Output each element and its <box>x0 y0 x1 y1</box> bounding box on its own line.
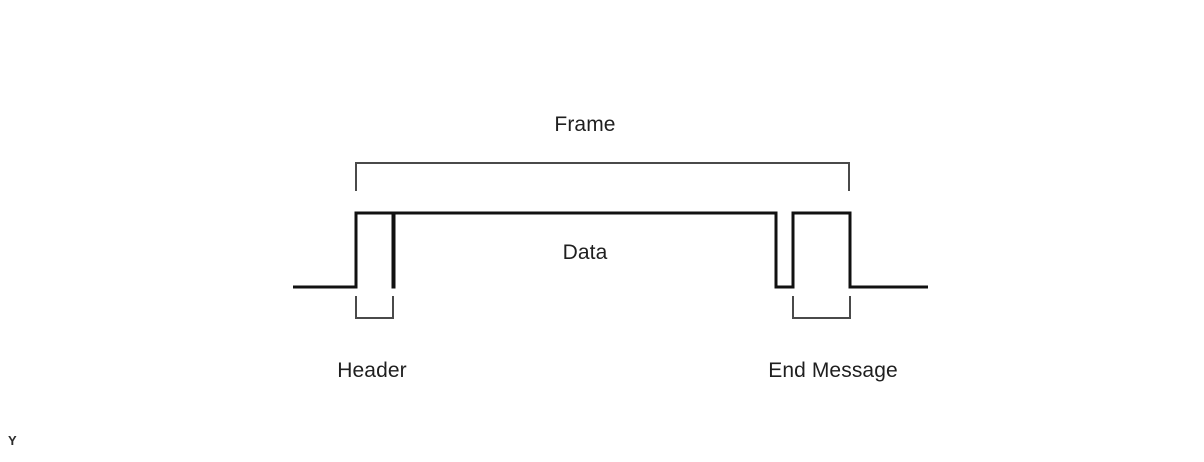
end-message-label: End Message <box>768 359 898 382</box>
corner-marker-glyph: Y <box>8 433 17 448</box>
header-span-bracket <box>355 296 394 319</box>
end-message-bracket-path <box>792 296 851 319</box>
frame-label: Frame <box>554 113 616 136</box>
header-label: Header <box>337 359 407 382</box>
frame-span-bracket <box>355 162 850 191</box>
frame-bracket-path <box>355 162 850 191</box>
waveform-path <box>293 211 928 289</box>
data-label: Data <box>562 241 608 264</box>
signal-waveform <box>293 211 928 289</box>
end-message-span-bracket <box>792 296 851 319</box>
header-bracket-path <box>355 296 394 319</box>
